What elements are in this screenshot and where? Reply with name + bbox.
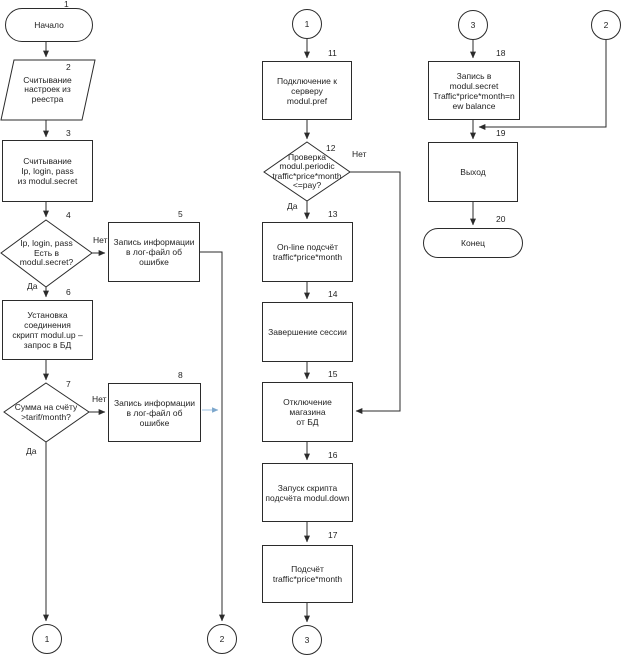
connector-circle-1-top: 1 xyxy=(292,9,322,39)
node-number-12: 12 xyxy=(326,143,336,153)
node-number-13: 13 xyxy=(328,209,338,219)
connector-circle-3-top: 3 xyxy=(458,10,488,40)
node-number-5: 5 xyxy=(178,209,183,219)
edge-decision12-no-to-disconnect xyxy=(350,171,401,414)
node-number-18: 18 xyxy=(496,48,506,58)
node-number-11: 11 xyxy=(328,48,337,58)
decision-balance-check-label: Сумма на счёту>tarif/month? xyxy=(14,402,78,422)
edge-log-error1-to-circle2 xyxy=(200,251,225,622)
connector-circle-3-bottom: 3 xyxy=(292,625,322,655)
edge-circle2-to-exit-junction xyxy=(478,40,607,130)
branch-label-yes-decision7: Да xyxy=(26,446,37,456)
node-number-17: 17 xyxy=(328,530,338,540)
node-number-4: 4 xyxy=(66,210,71,220)
node-number-15: 15 xyxy=(328,369,338,379)
connector-circle-2-top: 2 xyxy=(591,10,621,40)
branch-label-yes-decision12: Да xyxy=(287,201,298,211)
node-number-8: 8 xyxy=(178,370,183,380)
io-read-registry-settings-shape xyxy=(0,59,96,121)
terminator-end: Конец xyxy=(423,228,523,258)
branch-label-no-decision12: Нет xyxy=(352,149,367,159)
node-number-6: 6 xyxy=(66,287,71,297)
node-number-7: 7 xyxy=(66,379,71,389)
node-number-16: 16 xyxy=(328,450,338,460)
node-number-20: 20 xyxy=(496,214,506,224)
branch-label-no-decision7: Нет xyxy=(92,394,107,404)
node-number-3: 3 xyxy=(66,128,71,138)
decision-balance-check-shape xyxy=(3,382,90,443)
terminator-start: Начало xyxy=(5,8,93,42)
process-end-session: Завершение сессии xyxy=(262,302,353,362)
decision-periodic-check-shape xyxy=(263,141,351,202)
node-number-14: 14 xyxy=(328,289,338,299)
connector-circle-2-bottom: 2 xyxy=(207,624,237,654)
branch-label-no-decision4: Нет xyxy=(93,235,108,245)
node-number-1: 1 xyxy=(64,0,69,9)
connector-circle-1-bottom: 1 xyxy=(32,624,62,654)
process-exit: Выход xyxy=(428,142,518,202)
decision-credentials-exist-shape xyxy=(0,219,93,288)
node-number-19: 19 xyxy=(496,128,506,138)
node-number-2: 2 xyxy=(66,62,71,72)
branch-label-yes-decision4: Да xyxy=(27,281,38,291)
